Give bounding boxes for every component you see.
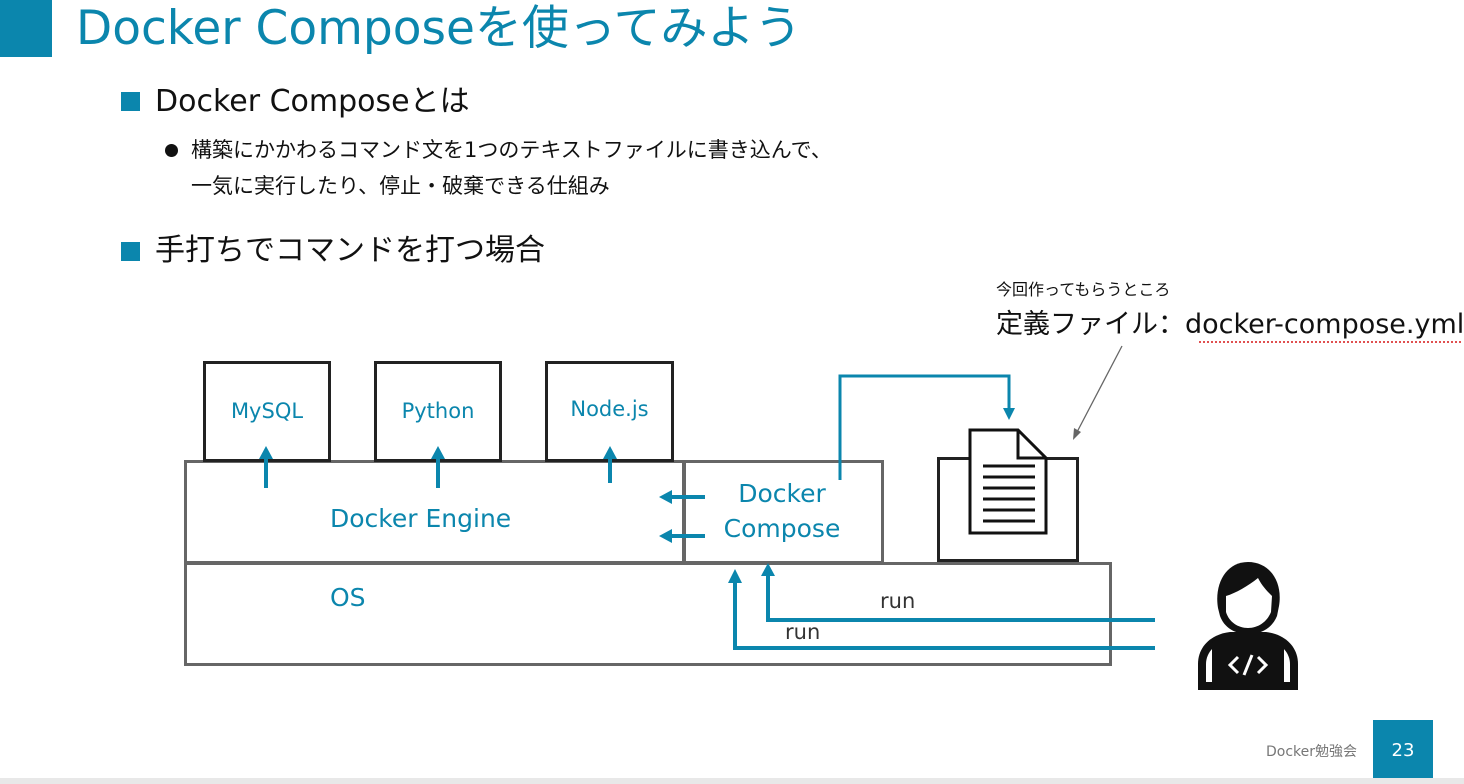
run-label-compose: run (880, 589, 916, 613)
heading-manual-commands: 手打ちでコマンドを打つ場合 (155, 233, 545, 268)
document-icon (968, 428, 1048, 535)
docker-engine-label: Docker Engine (330, 504, 512, 533)
slide-title: Docker Composeを使ってみよう (76, 1, 802, 56)
heading-docker-compose: Docker Composeとは (155, 84, 470, 119)
square-bullet-icon (121, 92, 140, 111)
arrow-up-mysql (259, 446, 273, 488)
arrow-left-1 (659, 490, 705, 504)
container-label-python: Python (401, 399, 475, 423)
spellcheck-underline (1199, 337, 1461, 343)
annotation-definition-file: 定義ファイル：docker-compose.yml (996, 309, 1464, 340)
docker-compose-box (683, 460, 884, 564)
docker-compose-label-line1: Docker (738, 479, 826, 508)
run-arrow-to-os (728, 569, 1155, 650)
run-arrow-to-compose (761, 563, 1155, 622)
footer-label: Docker勉強会 (1266, 744, 1358, 760)
arrow-up-nodejs (603, 446, 617, 483)
annotation-small: 今回作ってもらうところ (996, 280, 1171, 299)
arrow-left-2 (659, 529, 705, 543)
dot-bullet-icon (165, 144, 178, 157)
container-box-nodejs (545, 361, 674, 462)
square-bullet-icon (121, 242, 140, 261)
docker-compose-label-line2: Compose (723, 514, 841, 543)
arrow-up-python (431, 446, 445, 488)
run-label-os: run (785, 620, 821, 644)
os-label: OS (330, 583, 366, 612)
code-icon (1227, 654, 1269, 676)
title-accent-bar (0, 0, 52, 57)
bullet-text-line1: 構築にかかわるコマンド文を1つのテキストファイルに書き込んで、 (191, 138, 832, 162)
developer-user-icon (1198, 562, 1298, 690)
bullet-text-line2: 一気に実行したり、停止・破棄できる仕組み (191, 174, 610, 198)
container-label-nodejs: Node.js (570, 397, 649, 421)
container-label-mysql: MySQL (230, 399, 304, 423)
page-number: 23 (1373, 720, 1433, 780)
arrow-compose-to-file (838, 374, 1015, 480)
annotation-pointer (1073, 345, 1123, 440)
bottom-divider (0, 778, 1464, 784)
